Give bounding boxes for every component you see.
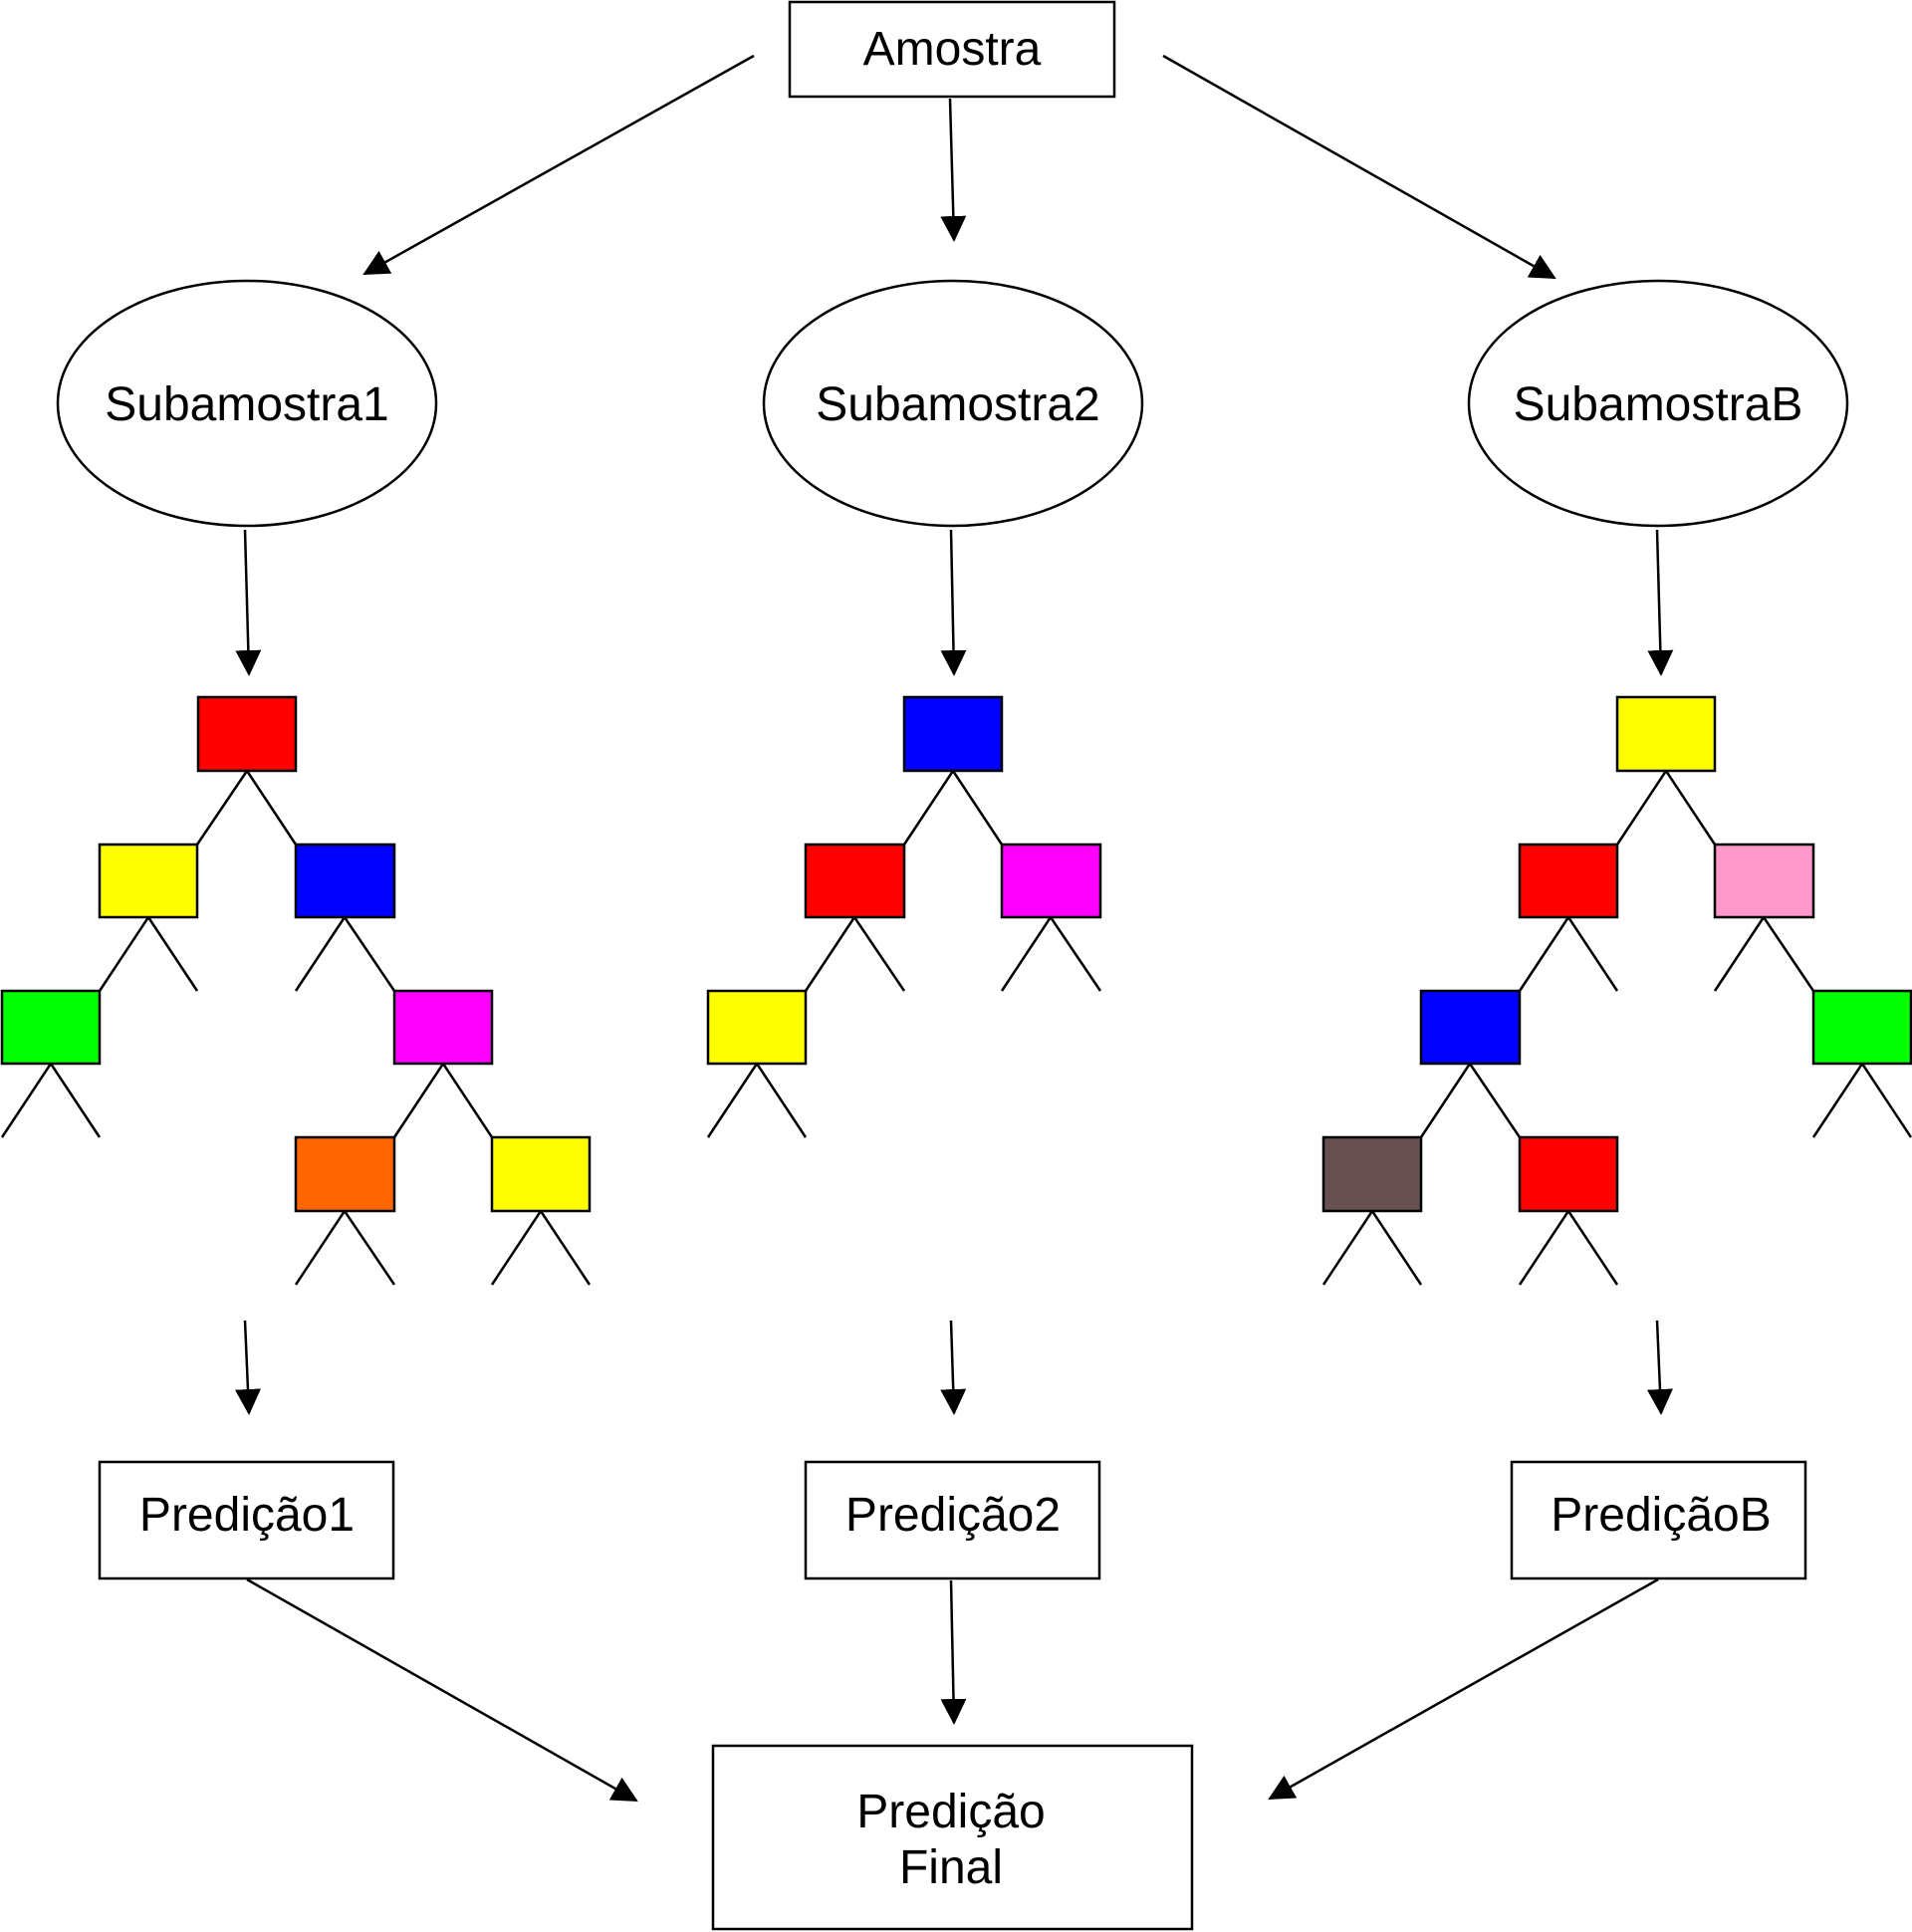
arrow-sub1-to-tree1 <box>235 529 262 676</box>
arrow-treeB-to-predB <box>1646 1320 1673 1415</box>
prediction-1-label: Predição1 <box>139 1489 355 1542</box>
tree-B <box>1321 695 1912 1286</box>
tree-node-t1-rr <box>392 989 494 1066</box>
tree-2-edges <box>706 768 1102 1138</box>
subsample-B-label: SubamostraB <box>1514 378 1803 431</box>
tree-node-tB-r <box>1713 843 1815 919</box>
subsample-2-label: Subamostra2 <box>816 378 1100 431</box>
tree-node-t2-ll <box>706 989 808 1066</box>
subsample-1-label: Subamostra1 <box>105 378 389 431</box>
arrow-tree1-to-pred1 <box>234 1320 261 1415</box>
prediction-1: Predição1 <box>98 1460 395 1580</box>
prediction-B: PrediçãoB <box>1510 1460 1807 1580</box>
prediction-B-label: PrediçãoB <box>1551 1489 1771 1542</box>
subsample-2: Subamostra2 <box>762 279 1144 528</box>
tree-node-tB-llr <box>1518 1135 1619 1213</box>
arrow-root-to-sub1 <box>362 54 755 276</box>
arrow-predB-to-final <box>1268 1577 1659 1801</box>
final-prediction: Predição Final <box>711 1744 1194 1931</box>
prediction-2-label: Predição2 <box>845 1489 1061 1542</box>
tree-node-tB-rr <box>1811 989 1912 1066</box>
arrow-root-to-sub2 <box>940 98 967 242</box>
subsample-B: SubamostraB <box>1467 279 1849 528</box>
arrow-pred1-to-final <box>246 1577 638 1803</box>
tree-node-t2-root <box>902 695 1004 773</box>
tree-node-t1-rrl <box>294 1135 396 1213</box>
arrow-sub2-to-tree2 <box>940 529 967 676</box>
tree-node-tB-l <box>1518 843 1619 919</box>
subsample-1: Subamostra1 <box>56 279 438 528</box>
tree-node-t1-root <box>196 695 298 773</box>
sample-box: Amostra <box>788 0 1116 99</box>
tree-node-t1-ll <box>0 989 102 1066</box>
tree-node-t1-l <box>98 843 199 919</box>
final-prediction-line2: Final <box>899 1841 1003 1894</box>
tree-node-t2-r <box>1000 843 1102 919</box>
tree-node-tB-lll <box>1321 1135 1423 1213</box>
tree-node-tB-ll <box>1419 989 1522 1066</box>
tree-1 <box>0 695 592 1286</box>
tree-2 <box>706 695 1102 1138</box>
arrow-tree2-to-pred2 <box>940 1320 967 1415</box>
tree-node-t1-rrr <box>490 1135 592 1213</box>
tree-node-t1-r <box>294 843 396 919</box>
tree-node-t2-l <box>804 843 906 919</box>
sample-label: Amostra <box>863 23 1042 76</box>
tree-node-tB-root <box>1615 695 1717 773</box>
arrow-subB-to-treeB <box>1647 529 1674 676</box>
prediction-2: Predição2 <box>804 1460 1101 1580</box>
arrow-pred2-to-final <box>940 1579 967 1725</box>
final-prediction-line1: Predição <box>856 1786 1045 1838</box>
arrow-root-to-subB <box>1162 54 1556 280</box>
